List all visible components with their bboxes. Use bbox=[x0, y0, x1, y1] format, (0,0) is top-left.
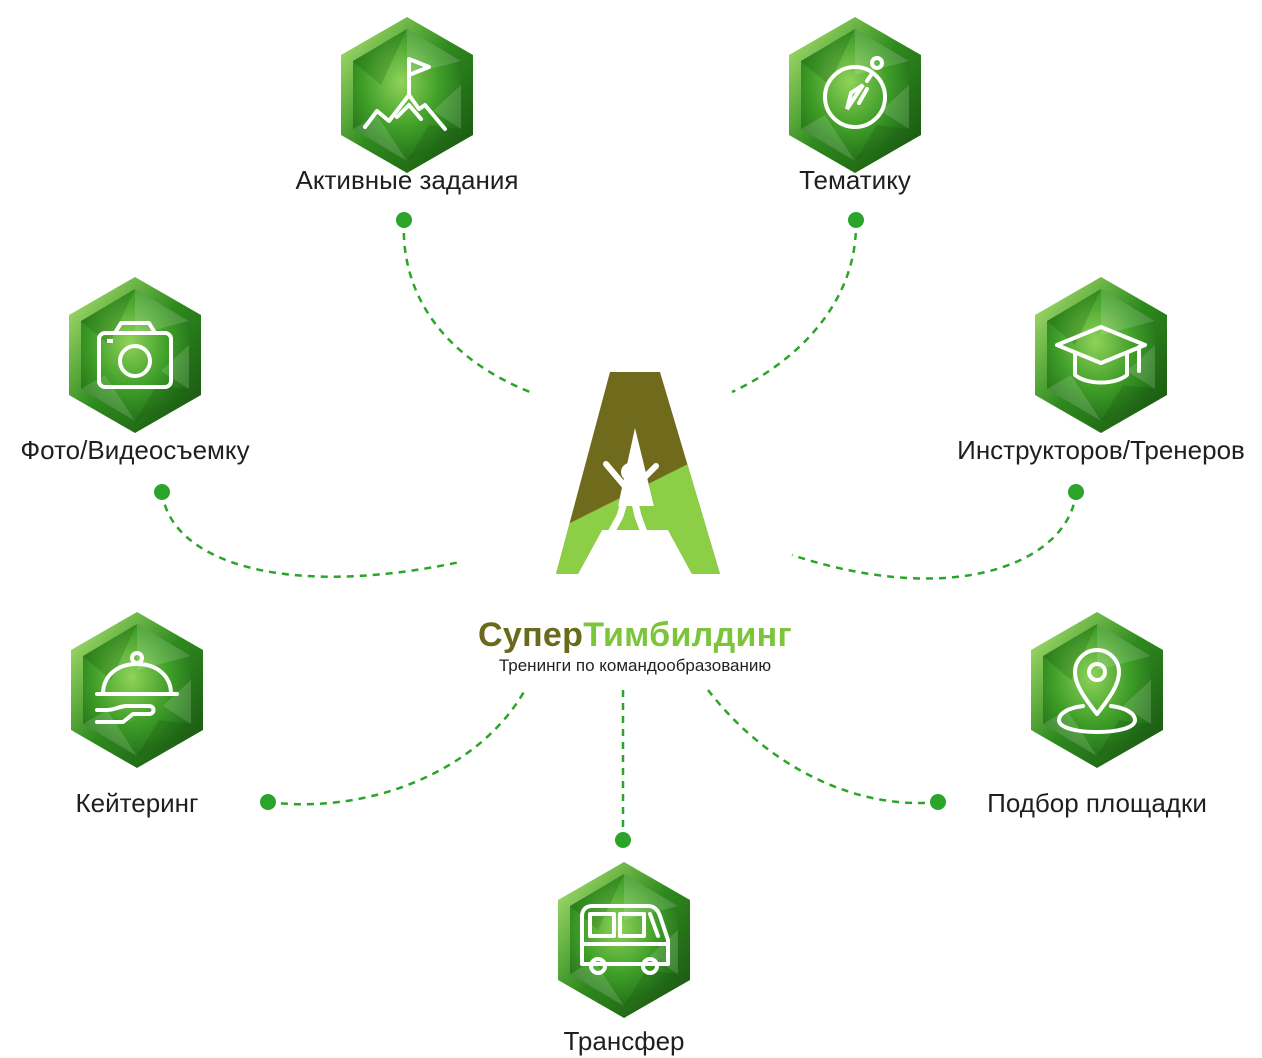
link-venue bbox=[707, 689, 939, 805]
gem-badge bbox=[789, 17, 921, 173]
node-label: Кейтеринг bbox=[75, 788, 199, 818]
gem-badge bbox=[1035, 277, 1167, 433]
link-dot-transfer bbox=[615, 832, 631, 848]
node-label: Тематику bbox=[799, 165, 911, 195]
gem-badge bbox=[69, 277, 201, 433]
node-label: Подбор площадки bbox=[987, 788, 1207, 818]
brand-name-part1: Супер bbox=[478, 616, 584, 654]
link-dot-instructors bbox=[1068, 484, 1084, 500]
gem-badge bbox=[341, 17, 473, 173]
location-pin-icon bbox=[1057, 648, 1137, 734]
link-dot-theme bbox=[848, 212, 864, 228]
serving-cloche-icon bbox=[95, 651, 179, 724]
link-dot-active bbox=[396, 212, 412, 228]
gem-badge bbox=[558, 862, 690, 1018]
bus-icon bbox=[580, 904, 670, 975]
link-theme bbox=[731, 219, 858, 394]
link-dot-photo bbox=[154, 484, 170, 500]
brand-tagline: Тренинги по командообразованию bbox=[498, 656, 772, 675]
gem-badge bbox=[1031, 612, 1163, 768]
brand-a-mark-icon bbox=[556, 372, 720, 574]
node-label: Активные задания bbox=[295, 165, 519, 195]
compass-icon bbox=[823, 56, 887, 129]
link-dot-catering bbox=[260, 794, 276, 810]
link-dot-venue bbox=[930, 794, 946, 810]
node-label: Трансфер bbox=[563, 1026, 685, 1056]
graduation-cap-icon bbox=[1055, 325, 1147, 385]
node-label: Фото/Видеосъемку bbox=[20, 435, 250, 465]
brand-name: СуперТимбилдинг bbox=[470, 616, 800, 655]
brand-logo: СуперТимбилдинг Тренинги по командообраз… bbox=[470, 368, 800, 688]
brand-name-part2: Тимбилдинг bbox=[583, 616, 792, 654]
link-photo bbox=[160, 491, 461, 578]
camera-icon bbox=[97, 321, 173, 389]
gem-badge bbox=[71, 612, 203, 768]
link-instructors bbox=[791, 491, 1078, 580]
link-active bbox=[402, 219, 531, 394]
link-catering bbox=[267, 689, 527, 806]
node-label: Инструкторов/Тренеров bbox=[957, 435, 1245, 465]
mountain-flag-icon bbox=[363, 57, 447, 131]
